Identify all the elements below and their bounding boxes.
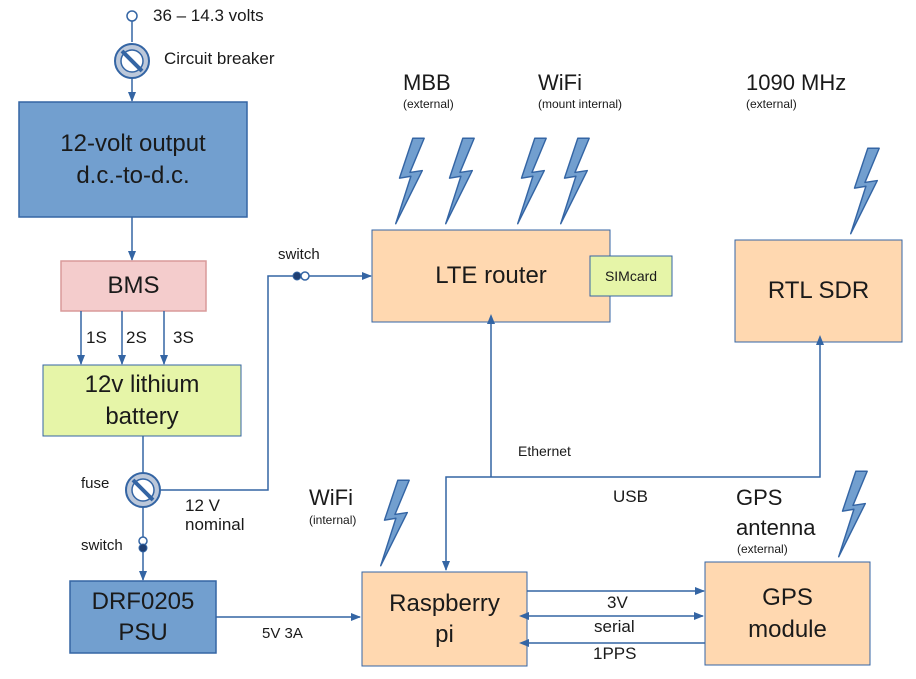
- mbb-sub: (external): [403, 97, 454, 111]
- pi-label: Raspberry pi: [362, 572, 527, 666]
- router-box: [371, 229, 611, 323]
- dcdc-line2: d.c.-to-d.c.: [76, 161, 190, 189]
- psu-line1: DRF0205: [91, 587, 195, 615]
- 1090-sub: (external): [746, 97, 797, 111]
- nominal-line2: nominal: [185, 515, 245, 534]
- power-input-label: 36 – 14.3 volts: [153, 6, 264, 25]
- gps-1pps-label: 1PPS: [593, 644, 637, 663]
- gps-label: GPS module: [705, 562, 870, 665]
- psu-line2: PSU: [118, 619, 168, 646]
- simcard-label: SIMcard: [604, 267, 658, 284]
- pi-line2: pi: [435, 621, 454, 648]
- ethernet-label: Ethernet: [518, 443, 571, 459]
- gps-antenna-sub: (external): [737, 542, 788, 556]
- gps-line2: module: [748, 615, 827, 643]
- 1090-title: 1090 MHz: [746, 70, 847, 95]
- fuse-to-router-line: [160, 275, 293, 491]
- gps-box: [704, 561, 871, 666]
- pi-wifi-sub: (internal): [309, 513, 357, 527]
- circuit-breaker-label: Circuit breaker: [164, 49, 275, 68]
- psu-label: DRF0205 PSU: [70, 581, 216, 653]
- 1090-antenna-bolt: [849, 147, 881, 235]
- dcdc-converter-box: [18, 101, 248, 218]
- bms-label: BMS: [107, 272, 160, 300]
- cell-3s-label: 3S: [173, 328, 194, 347]
- pi-wifi-antenna-bolt: [379, 479, 411, 567]
- psu-box: [69, 580, 217, 654]
- fuse-label: fuse: [81, 475, 110, 492]
- pi-wifi-title: WiFi: [309, 485, 353, 510]
- gps-antenna-bolt: [837, 470, 868, 558]
- upper-switch-label: switch: [278, 246, 320, 263]
- router-wifi-sub: (mount internal): [538, 97, 623, 111]
- gps-line1: GPS: [762, 584, 813, 612]
- gps-serial-label: serial: [594, 617, 635, 636]
- wifi-antenna-bolt-1: [516, 137, 547, 225]
- nominal-line1: 12 V: [185, 496, 220, 515]
- simcard-box: [589, 255, 673, 297]
- upper-switch-icon: [292, 271, 310, 281]
- battery-label: 12v lithium battery: [43, 365, 241, 436]
- router-label: LTE router: [435, 262, 547, 290]
- gps-antenna-line2: antenna: [736, 515, 816, 540]
- battery-line1: 12v lithium: [84, 371, 200, 399]
- mbb-title: MBB: [403, 70, 451, 95]
- usb-label: USB: [613, 487, 648, 506]
- sdr-box: [734, 239, 903, 343]
- pi-line1: Raspberry: [389, 589, 500, 617]
- gps-3v-label: 3V: [607, 593, 628, 612]
- battery-line2: battery: [105, 402, 179, 430]
- usb-line: [442, 335, 824, 571]
- mbb-antenna-bolt-2: [444, 137, 475, 225]
- cell-1s-label: 1S: [86, 328, 107, 347]
- gps-antenna-line1: GPS: [736, 485, 783, 510]
- mbb-antenna-bolt-1: [394, 137, 425, 225]
- sdr-label: RTL SDR: [767, 277, 870, 305]
- cell-2s-label: 2S: [126, 328, 147, 347]
- circuit-breaker-icon: [114, 43, 150, 79]
- psu-link-label: 5V 3A: [262, 625, 303, 642]
- dcdc-line1: 12-volt output: [60, 130, 206, 158]
- bms-box: [60, 260, 207, 312]
- router-wifi-title: WiFi: [538, 70, 582, 95]
- fuse-icon: [125, 472, 161, 508]
- dcdc-label: 12-volt output d.c.-to-d.c.: [19, 102, 247, 217]
- battery-box: [42, 364, 242, 437]
- power-input-terminal: [126, 10, 138, 22]
- lower-switch-icon: [138, 536, 148, 553]
- wifi-antenna-bolt-2: [559, 137, 590, 225]
- lower-switch-label: switch: [81, 537, 123, 554]
